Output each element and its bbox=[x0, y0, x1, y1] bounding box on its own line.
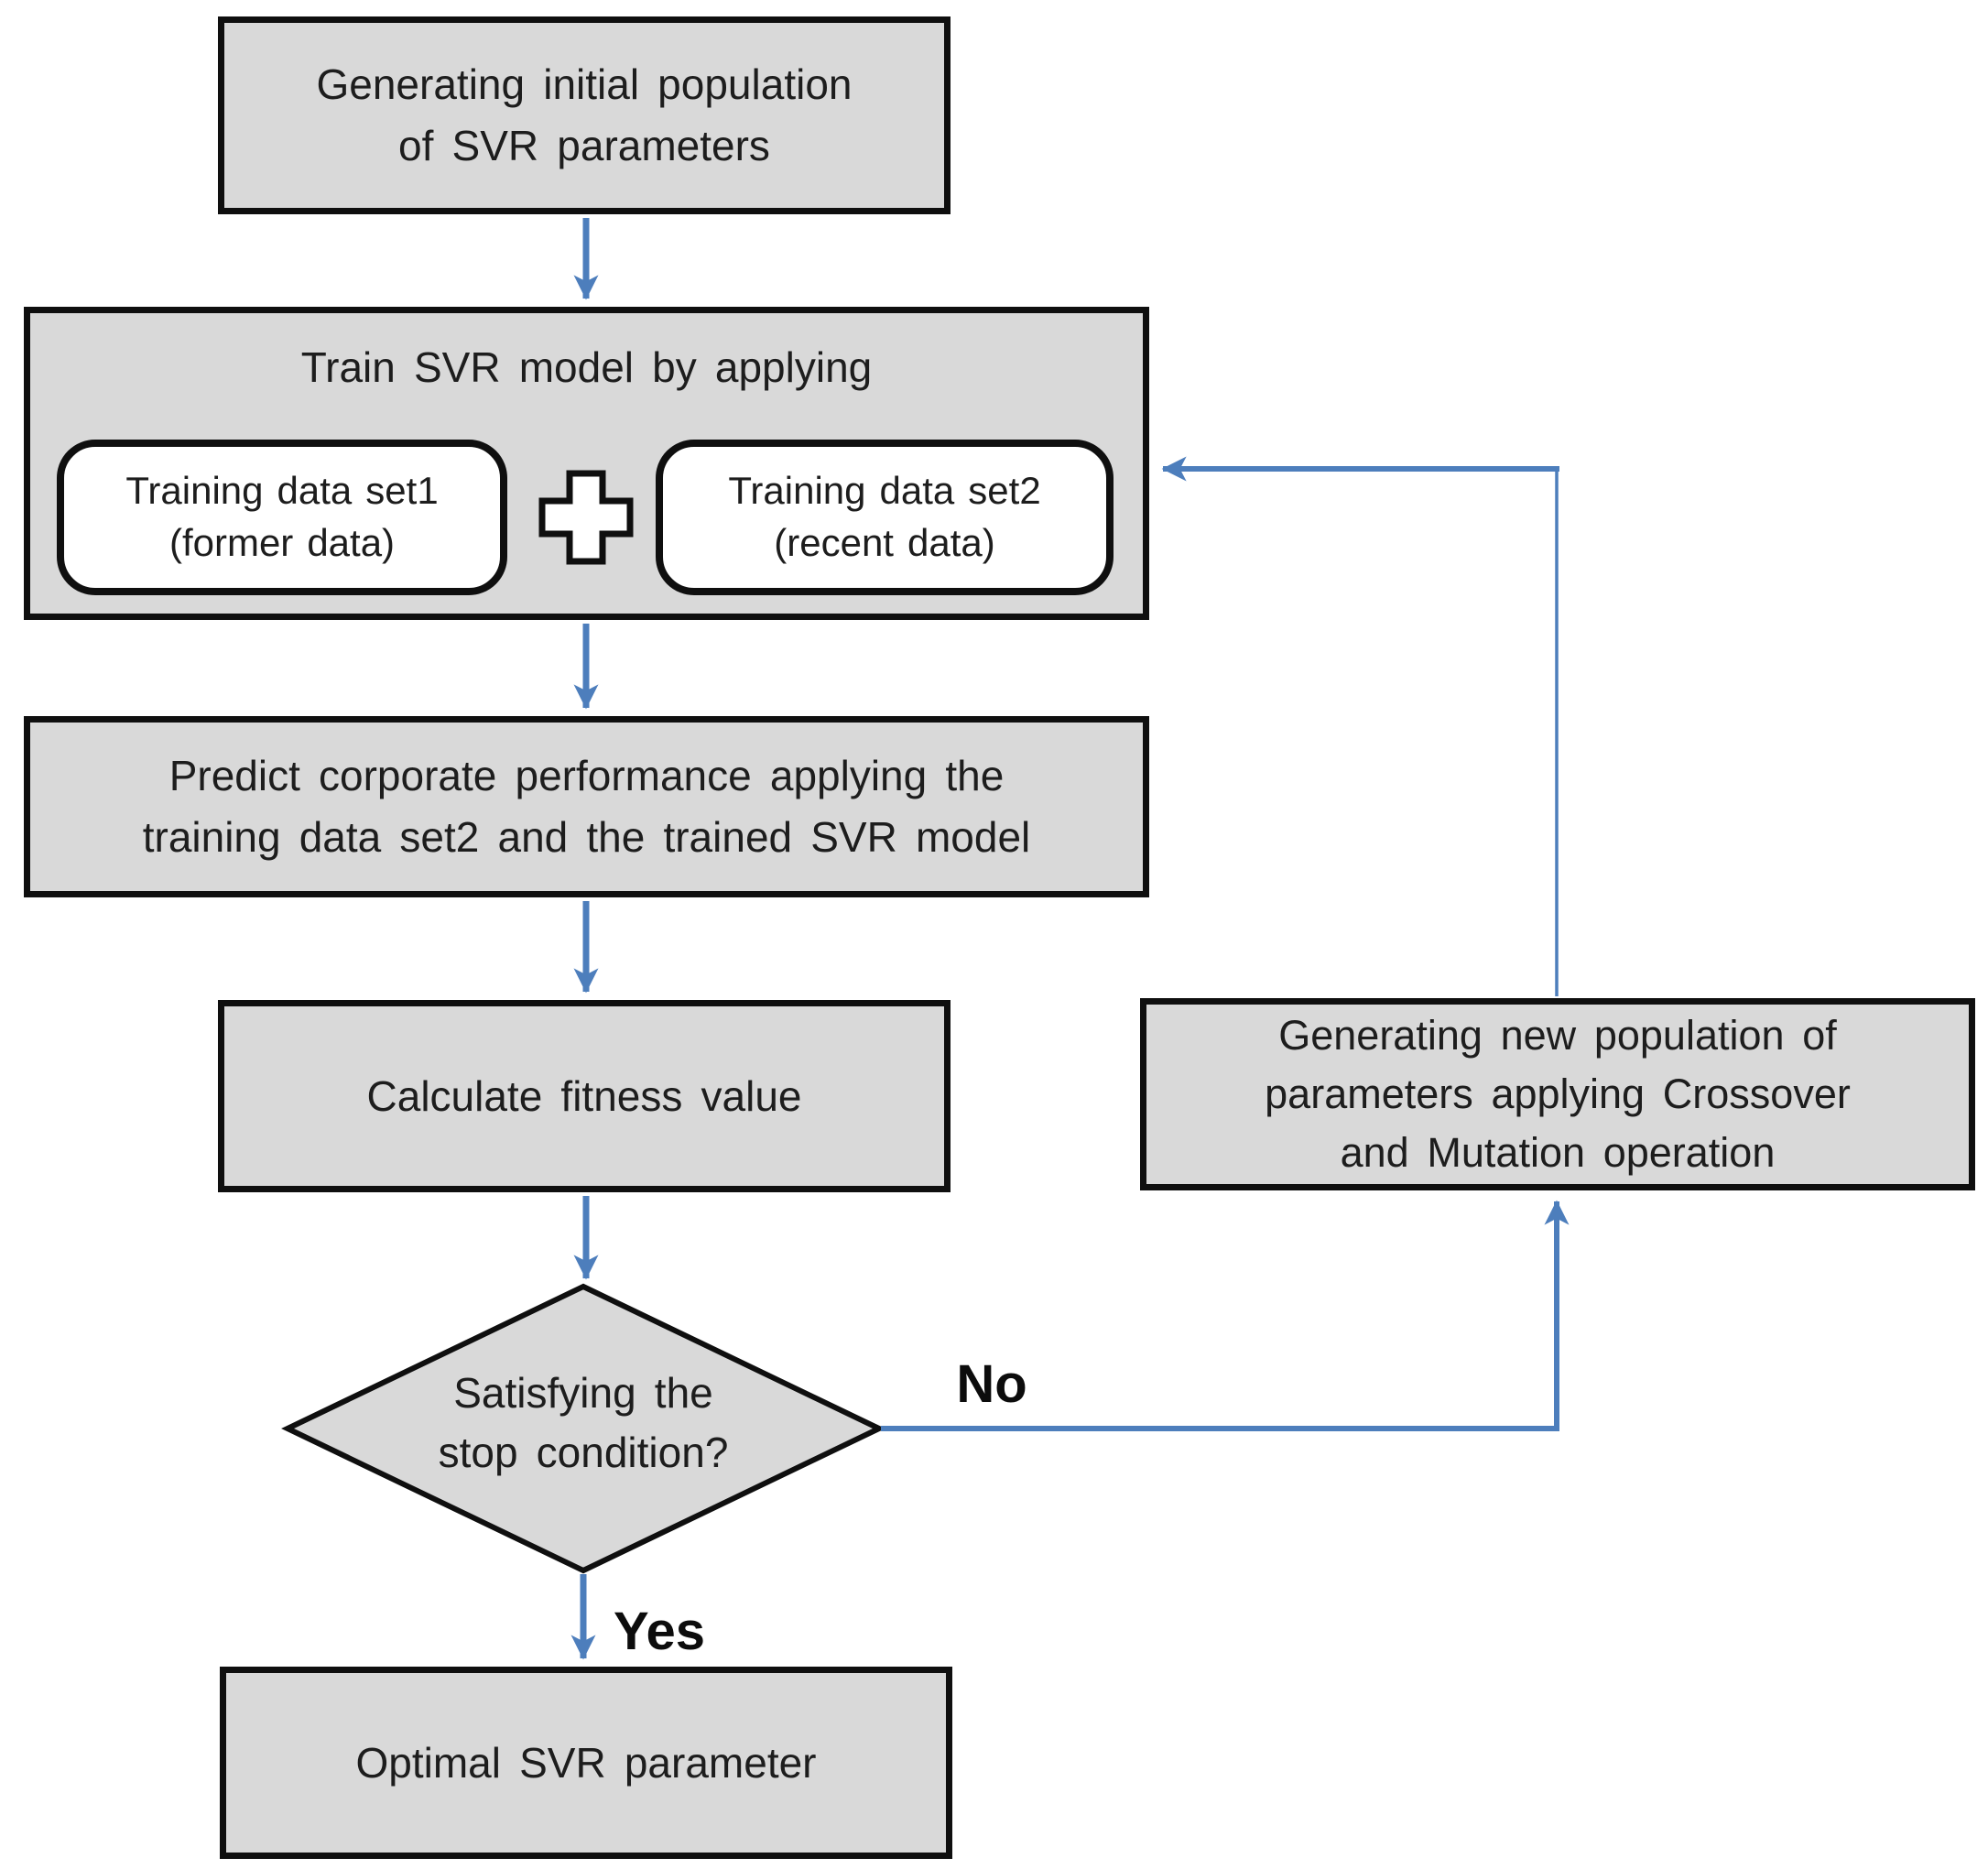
node-text-line: and Mutation operation bbox=[1340, 1128, 1776, 1176]
plus-icon bbox=[538, 470, 634, 565]
node-text-line: training data set2 and the trained SVR m… bbox=[142, 813, 1031, 861]
node-decision-stop-condition: Satisfying the stop condition? bbox=[382, 1364, 785, 1483]
node-new-population: Generating new population of parameters … bbox=[1140, 998, 1975, 1190]
node-initial-population: Generating initial population of SVR par… bbox=[218, 16, 951, 214]
train-title: Train SVR model by applying bbox=[300, 343, 873, 391]
subnode-text-line: (recent data) bbox=[774, 521, 995, 564]
subnode-training-set2: Training data set2 (recent data) bbox=[656, 440, 1113, 595]
node-text-line: parameters applying Crossover bbox=[1265, 1070, 1851, 1118]
subnode-text-line: Training data set1 bbox=[125, 469, 439, 513]
edge-label-no: No bbox=[956, 1354, 1027, 1414]
node-text-line: Satisfying the bbox=[453, 1369, 713, 1417]
node-text-line: stop condition? bbox=[438, 1429, 729, 1477]
node-calculate-fitness: Calculate fitness value bbox=[218, 1000, 951, 1192]
edge-label-yes: Yes bbox=[614, 1602, 705, 1661]
node-text-line: Generating initial population bbox=[316, 60, 853, 109]
node-text-line: Predict corporate performance applying t… bbox=[168, 752, 1005, 800]
subnode-training-set1: Training data set1 (former data) bbox=[57, 440, 507, 595]
node-text-line: Calculate fitness value bbox=[366, 1071, 802, 1120]
node-text-line: Optimal SVR parameter bbox=[355, 1738, 817, 1787]
node-text-line: Generating new population of bbox=[1278, 1012, 1837, 1059]
subnode-text-line: Training data set2 bbox=[728, 469, 1041, 513]
node-text-line: of SVR parameters bbox=[398, 122, 770, 169]
subnode-text-line: (former data) bbox=[168, 521, 396, 564]
node-predict-performance: Predict corporate performance applying t… bbox=[24, 716, 1149, 897]
node-optimal-parameter: Optimal SVR parameter bbox=[220, 1667, 952, 1859]
